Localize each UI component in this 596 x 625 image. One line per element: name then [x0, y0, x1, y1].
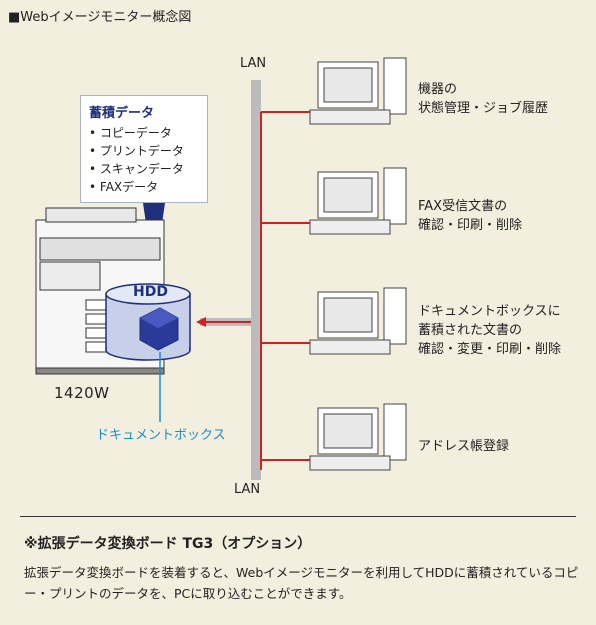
divider [20, 516, 576, 517]
document-box-label: ドキュメントボックス [96, 428, 226, 443]
pc-label-fax: FAX受信文書の 確認・印刷・削除 [418, 199, 523, 233]
lan-label-bottom: LAN [234, 482, 261, 497]
pc-icon [309, 57, 407, 125]
hdd-label: HDD [133, 284, 168, 300]
pc-icon [309, 167, 407, 235]
lan-backbone [251, 80, 261, 480]
pc-label-addressbook: アドレス帳登録 [418, 439, 510, 454]
diagram-title: ■Webイメージモニター概念図 [8, 10, 192, 25]
note-title: ※拡張データ変換ボード TG3（オプション） [24, 536, 312, 552]
lan-branches [260, 111, 314, 470]
arrow-icon [196, 317, 206, 327]
pc-icon [309, 287, 407, 355]
hdd-cylinder-icon [105, 283, 191, 361]
stored-data-callout: 蓄積データ コピーデータ プリントデータ スキャンデータ FAXデータ [80, 95, 208, 203]
callout-item: コピーデータ [89, 124, 199, 142]
pc-label-status: 機器の 状態管理・ジョブ履歴 [418, 82, 549, 116]
callout-heading: 蓄積データ [89, 106, 155, 121]
pc-icon [309, 403, 407, 471]
note-body: 拡張データ変換ボードを装着すると、Webイメージモニターを利用してHDDに蓄積さ… [24, 565, 579, 601]
lan-label: LAN [240, 56, 267, 71]
callout-item: スキャンデータ [89, 160, 199, 178]
model-label: 1420W [54, 384, 110, 402]
callout-item: FAXデータ [89, 178, 199, 196]
callout-item: プリントデータ [89, 142, 199, 160]
pc-label-documentbox: ドキュメントボックスに 蓄積された文書の 確認・変更・印刷・削除 [418, 304, 562, 357]
